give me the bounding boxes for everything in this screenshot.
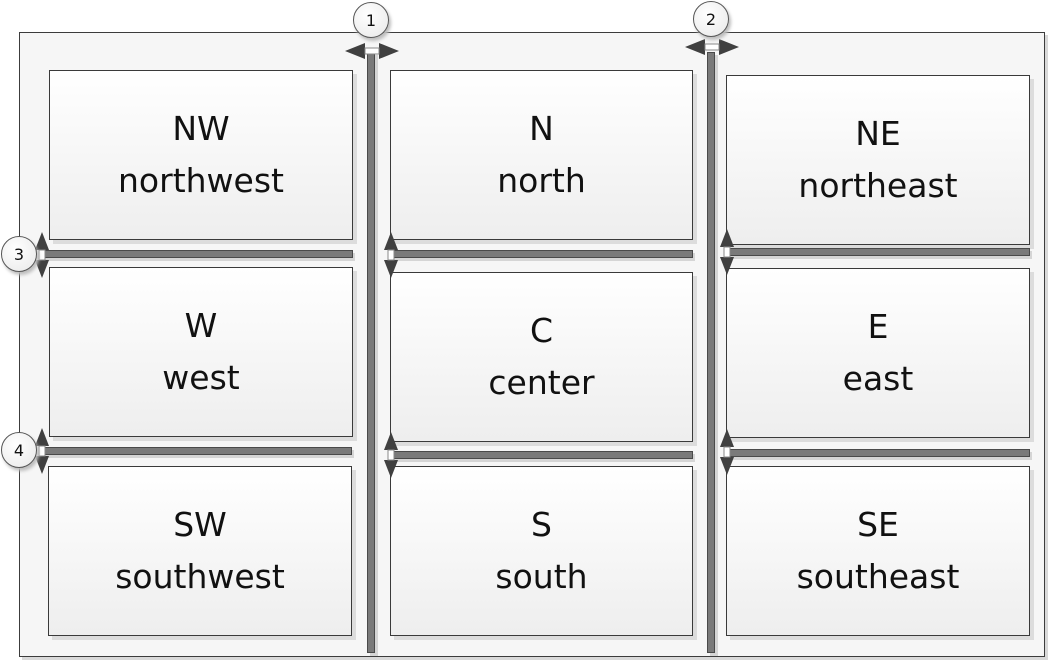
region-name: south xyxy=(495,557,588,596)
vertical-splitter-2[interactable] xyxy=(707,52,715,653)
region-abbr: SW xyxy=(173,505,227,544)
region-northeast: NE northeast xyxy=(726,75,1030,245)
horizontal-splitter-east-bottom[interactable] xyxy=(728,449,1030,457)
region-abbr: E xyxy=(867,307,889,346)
vertical-resize-arrow-icon[interactable] xyxy=(383,232,399,278)
region-abbr: NW xyxy=(172,109,230,148)
region-name: west xyxy=(162,358,240,397)
region-northwest: NW northwest xyxy=(49,70,353,240)
region-name: northeast xyxy=(798,166,958,205)
callout-label: 1 xyxy=(365,10,377,30)
region-name: east xyxy=(842,359,914,398)
callout-label: 3 xyxy=(13,244,25,264)
horizontal-splitter-center-top[interactable] xyxy=(392,250,693,258)
callout-2: 2 xyxy=(693,1,729,37)
vertical-splitter-1[interactable] xyxy=(367,52,375,653)
vertical-resize-arrow-icon[interactable] xyxy=(34,232,50,278)
region-abbr: W xyxy=(184,306,218,345)
region-north: N north xyxy=(390,70,693,240)
callout-label: 4 xyxy=(13,440,25,460)
region-east: E east xyxy=(726,268,1030,438)
vertical-resize-arrow-icon[interactable] xyxy=(34,428,50,474)
vertical-resize-arrow-icon[interactable] xyxy=(719,229,735,275)
region-name: southwest xyxy=(115,557,285,596)
region-southwest: SW southwest xyxy=(48,466,352,636)
region-name: northwest xyxy=(118,161,284,200)
vertical-resize-arrow-icon[interactable] xyxy=(383,432,399,478)
callout-4: 4 xyxy=(1,432,37,468)
vertical-resize-arrow-icon[interactable] xyxy=(719,429,735,475)
region-west: W west xyxy=(49,267,353,437)
region-name: southeast xyxy=(796,557,960,596)
callout-label: 2 xyxy=(705,9,717,29)
region-center: C center xyxy=(390,272,693,442)
horizontal-resize-arrow-icon[interactable] xyxy=(345,42,399,60)
region-name: north xyxy=(497,161,586,200)
region-abbr: NE xyxy=(855,114,901,153)
region-abbr: C xyxy=(529,311,554,350)
horizontal-splitter-center-bottom[interactable] xyxy=(392,451,693,459)
horizontal-splitter-east-top[interactable] xyxy=(728,248,1030,256)
region-abbr: SE xyxy=(857,505,899,544)
region-name: center xyxy=(488,363,595,402)
region-abbr: S xyxy=(531,505,552,544)
region-southeast: SE southeast xyxy=(726,466,1030,636)
horizontal-resize-arrow-icon[interactable] xyxy=(685,38,739,56)
region-abbr: N xyxy=(529,109,554,148)
horizontal-splitter-3[interactable] xyxy=(40,250,353,258)
callout-3: 3 xyxy=(1,236,37,272)
horizontal-splitter-4[interactable] xyxy=(40,447,352,455)
region-south: S south xyxy=(390,466,693,636)
callout-1: 1 xyxy=(353,2,389,38)
